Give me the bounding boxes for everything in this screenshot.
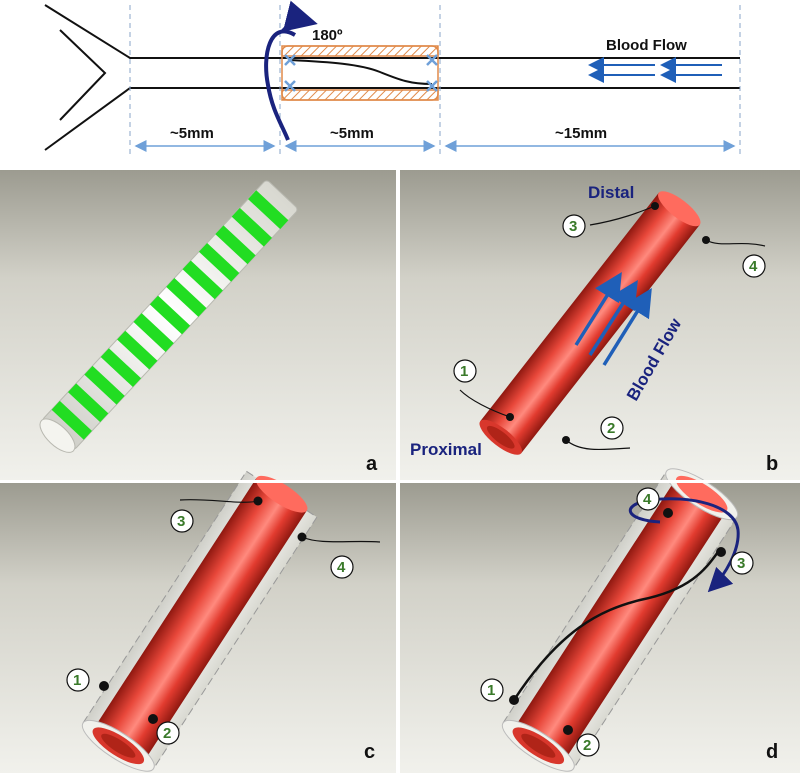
b-proximal-label: Proximal	[410, 440, 482, 459]
blood-flow-label: Blood Flow	[606, 37, 687, 54]
b-distal-label: Distal	[588, 183, 634, 202]
dimension-label-3: ~15mm	[555, 125, 607, 142]
panel-letter-a: a	[366, 453, 378, 475]
panel-letter-c: c	[364, 741, 375, 763]
cuff-outline	[281, 45, 439, 101]
rotation-arrow	[264, 29, 297, 141]
cuff-lower	[281, 89, 439, 101]
c-marker-4: 4	[337, 559, 346, 576]
d-marker-2: 2	[583, 737, 591, 754]
flow-arrows	[588, 57, 722, 83]
dimension-label-2: ~5mm	[330, 125, 374, 142]
panel-letter-d: d	[766, 741, 778, 763]
c-sutures	[179, 499, 381, 543]
b-flow-arrows	[574, 272, 652, 366]
b-marker-2: 2	[607, 420, 615, 437]
b-marker-4: 4	[749, 258, 758, 275]
b-sutures	[459, 205, 766, 451]
d-twisted-suture	[512, 551, 720, 701]
panel-divider-horizontal	[0, 480, 800, 483]
green-stripes	[51, 190, 289, 440]
d-marker-circles	[480, 487, 754, 757]
b-knots	[506, 202, 710, 444]
d-knots	[509, 508, 726, 735]
suture-points	[284, 54, 438, 92]
cuff-upper	[281, 45, 439, 57]
c-marker-2: 2	[163, 725, 171, 742]
dimension-label-1: ~5mm	[170, 125, 214, 142]
bifurcation-upper	[44, 4, 740, 59]
panel-letter-b: b	[766, 453, 778, 475]
d-marker-1: 1	[487, 682, 495, 699]
suture-line	[289, 59, 433, 85]
c-marker-3: 3	[177, 513, 185, 530]
panel-b: Blood Flow Distal Proximal 3 4 1 2 b	[400, 170, 800, 480]
dimension-guides	[129, 5, 741, 158]
c-marker-circles	[66, 509, 354, 745]
rotation-arrow-back	[280, 0, 318, 34]
b-marker-3: 3	[569, 218, 577, 235]
panel-d: 4 3 1 2 d	[400, 468, 800, 773]
panel-divider-vertical	[396, 170, 400, 773]
c-knots	[99, 496, 307, 724]
d-marker-4: 4	[643, 491, 652, 508]
b-marker-1: 1	[460, 363, 468, 380]
rotation-label: 180º	[312, 27, 343, 44]
b-marker-circles	[453, 214, 766, 440]
c-marker-1: 1	[73, 672, 81, 689]
panel-a: a	[0, 170, 396, 480]
panel-c: 3 4 1 2 c	[0, 470, 396, 773]
bifurcation-inner	[59, 29, 107, 121]
d-marker-3: 3	[737, 555, 745, 572]
top-schematic: 180º Blood Flow ~5mm ~5mm ~15mm	[44, 0, 741, 158]
